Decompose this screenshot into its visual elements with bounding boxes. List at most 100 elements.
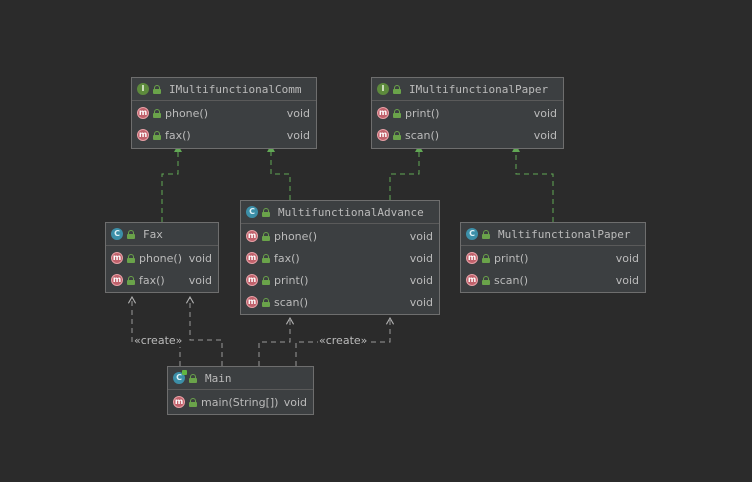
interface-icon: I [377, 83, 389, 95]
method-return-type: void [286, 106, 310, 120]
class-fax[interactable]: C Fax m phone() void m fax() void [105, 222, 219, 293]
method-row[interactable]: m fax() void [106, 269, 218, 291]
method-name: fax() [274, 251, 300, 265]
method-return-type: void [533, 128, 557, 142]
method-row[interactable]: m fax() void [241, 247, 439, 269]
method-icon: m [111, 252, 123, 264]
static-method-icon: m [173, 396, 185, 408]
interface-imultifunctionalcomm[interactable]: I IMultifunctionalComm m phone() void m … [131, 77, 317, 149]
method-return-type: void [283, 395, 307, 409]
interface-imultifunctionalpaper[interactable]: I IMultifunctionalPaper m print() void m… [371, 77, 564, 149]
method-return-type: void [188, 251, 212, 265]
runnable-class-icon: C [173, 370, 187, 384]
method-row[interactable]: m phone() void [106, 247, 218, 269]
node-header: C Main [168, 367, 313, 390]
method-icon: m [246, 296, 258, 308]
edge-fax-implements-comm [161, 144, 182, 222]
class-main[interactable]: C Main m main(String[]) void [167, 366, 314, 415]
method-name: print() [494, 251, 529, 265]
method-name: scan() [494, 273, 529, 287]
method-return-type: void [409, 295, 433, 309]
method-icon: m [377, 129, 389, 141]
public-lock-icon [127, 229, 135, 239]
node-title: MultifunctionalPaper [498, 227, 631, 241]
node-header: C MultifunctionalPaper [461, 223, 645, 246]
public-lock-icon [189, 373, 197, 383]
edge-advance-implements-paper-iface [389, 144, 423, 200]
public-lock-icon [393, 130, 401, 140]
method-row[interactable]: m print() void [241, 269, 439, 291]
edge-advance-implements-comm [267, 144, 291, 200]
node-title: IMultifunctionalComm [169, 82, 302, 96]
method-icon: m [137, 107, 149, 119]
public-lock-icon [482, 275, 490, 285]
method-icon: m [246, 230, 258, 242]
public-lock-icon [393, 84, 401, 94]
interface-icon: I [137, 83, 149, 95]
public-lock-icon [262, 297, 270, 307]
method-row[interactable]: m main(String[]) void [168, 391, 313, 413]
node-header: I IMultifunctionalPaper [372, 78, 563, 101]
edge-main-uses-fax [190, 297, 223, 366]
method-name: phone() [139, 251, 183, 265]
method-row[interactable]: m print() void [461, 247, 645, 269]
method-row[interactable]: m scan() void [372, 124, 563, 146]
method-name: fax() [139, 273, 165, 287]
method-return-type: void [615, 273, 639, 287]
node-header: C MultifunctionalAdvance [241, 201, 439, 224]
method-icon: m [377, 107, 389, 119]
public-lock-icon [127, 275, 135, 285]
edge-paper-implements-paper-iface [512, 144, 554, 222]
public-lock-icon [482, 253, 490, 263]
edge-main-uses-advance [258, 318, 290, 366]
method-row[interactable]: m scan() void [461, 269, 645, 291]
public-lock-icon [262, 275, 270, 285]
edge-label-create-fax: «create» [133, 334, 184, 347]
method-return-type: void [409, 229, 433, 243]
method-return-type: void [188, 273, 212, 287]
method-name: print() [274, 273, 309, 287]
public-lock-icon [262, 207, 270, 217]
node-header: C Fax [106, 223, 218, 246]
node-title: MultifunctionalAdvance [278, 205, 424, 219]
method-row[interactable]: m phone() void [241, 225, 439, 247]
method-name: phone() [165, 106, 209, 120]
public-lock-icon [262, 253, 270, 263]
method-icon: m [466, 274, 478, 286]
node-title: Main [205, 371, 232, 385]
public-lock-icon [393, 108, 401, 118]
class-multifunctionalpaper[interactable]: C MultifunctionalPaper m print() void m … [460, 222, 646, 293]
method-row[interactable]: m print() void [372, 102, 563, 124]
public-lock-icon [127, 253, 135, 263]
class-icon: C [466, 228, 478, 240]
method-name: scan() [405, 128, 440, 142]
method-return-type: void [286, 128, 310, 142]
public-lock-icon [482, 229, 490, 239]
method-icon: m [137, 129, 149, 141]
method-return-type: void [615, 251, 639, 265]
class-icon: C [111, 228, 123, 240]
edge-main-create-advance [295, 318, 390, 366]
public-lock-icon [189, 397, 197, 407]
method-row[interactable]: m fax() void [132, 124, 316, 146]
class-multifunctionaladvance[interactable]: C MultifunctionalAdvance m phone() void … [240, 200, 440, 315]
method-icon: m [111, 274, 123, 286]
method-return-type: void [409, 273, 433, 287]
node-title: IMultifunctionalPaper [409, 82, 549, 96]
method-name: main(String[]) [201, 395, 279, 409]
method-name: fax() [165, 128, 191, 142]
class-icon: C [246, 206, 258, 218]
method-icon: m [246, 274, 258, 286]
method-row[interactable]: m phone() void [132, 102, 316, 124]
public-lock-icon [153, 108, 161, 118]
public-lock-icon [262, 231, 270, 241]
public-lock-icon [153, 130, 161, 140]
node-title: Fax [143, 227, 163, 241]
method-name: scan() [274, 295, 309, 309]
method-row[interactable]: m scan() void [241, 291, 439, 313]
edge-label-create-advance: «create» [318, 334, 369, 347]
method-name: phone() [274, 229, 318, 243]
method-return-type: void [533, 106, 557, 120]
method-icon: m [246, 252, 258, 264]
method-return-type: void [409, 251, 433, 265]
